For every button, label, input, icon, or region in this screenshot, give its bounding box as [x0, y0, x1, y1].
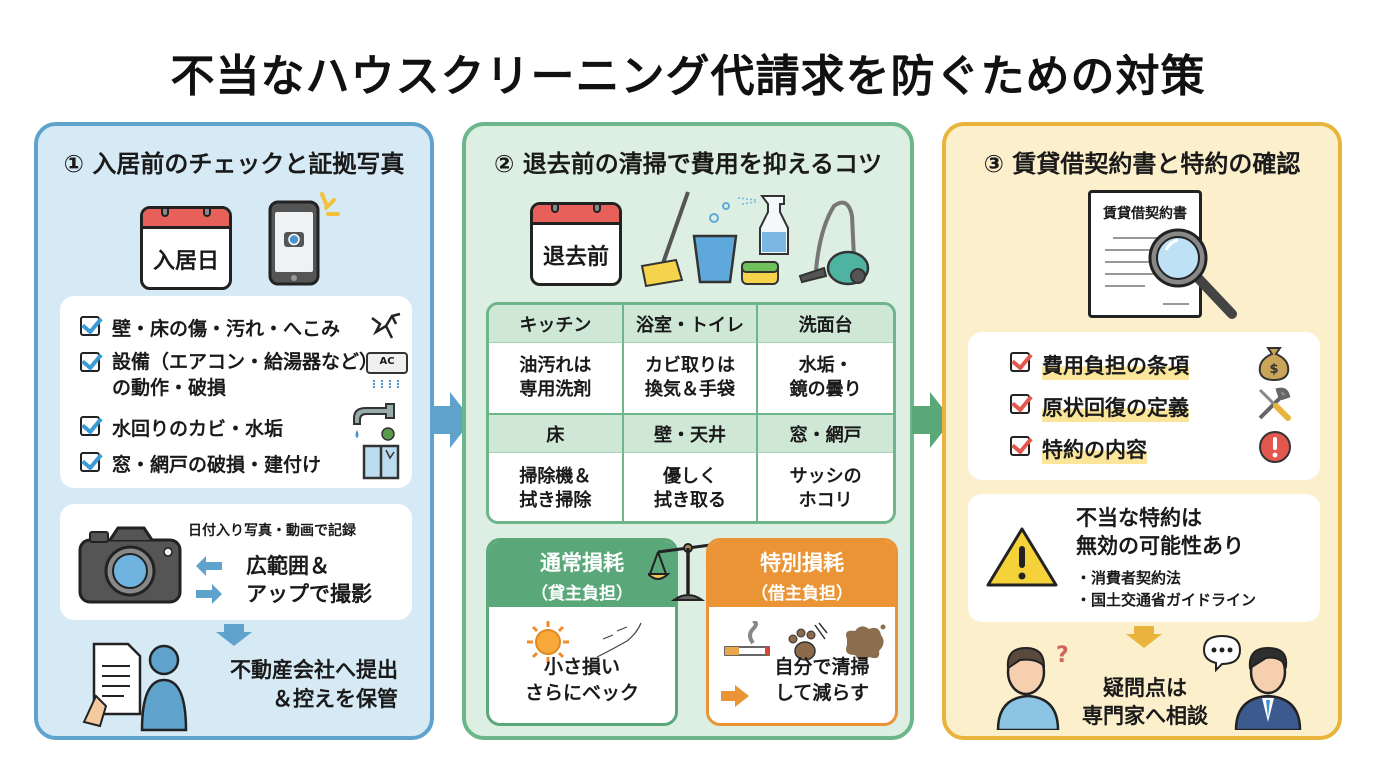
camera-icon	[78, 526, 182, 604]
table-cell: 掃除機＆ 拭き掃除	[489, 453, 624, 521]
vacuum-icon	[798, 200, 870, 286]
normal-wear-title: 通常損耗	[540, 551, 624, 575]
right-arrow-icon	[721, 685, 749, 707]
faucet-mold-icon	[353, 403, 395, 441]
photo-record-box: 日付入り写真・動画で記録 広範囲＆ アップで撮影	[60, 504, 412, 620]
expert-person-icon	[1202, 634, 1302, 730]
down-arrow-icon	[216, 624, 252, 646]
checklist-text: の動作・破損	[112, 376, 227, 399]
checkbox-checked-icon	[80, 316, 100, 336]
submit-instruction: 不動産会社へ提出 ＆控えを保管	[230, 658, 398, 712]
document-label: 賃貸借契約書	[1103, 206, 1187, 222]
exclamation-icon	[1259, 431, 1291, 463]
checklist-item[interactable]: 費用負担の条項	[1010, 350, 1189, 380]
photo-instruction: 広範囲＆ アップで撮影	[246, 554, 372, 607]
table-cell: サッシの ホコリ	[758, 453, 893, 521]
right-arrow-icon	[912, 392, 952, 448]
normal-wear-subtitle: （貸主負担）	[531, 584, 633, 604]
warning-text: 不当な特約は 無効の可能性あり	[1076, 506, 1244, 559]
money-bag-icon: $	[1258, 347, 1290, 382]
warning-box: 不当な特約は 無効の可能性あり ・消費者契約法 ・国土交通省ガイドライン	[968, 494, 1320, 622]
checklist-item[interactable]: 壁・床の傷・汚れ・へこみ	[80, 314, 340, 341]
table-header-cell: 床	[489, 415, 624, 453]
airflow-icon	[373, 380, 399, 388]
calendar-label: 退去前	[542, 245, 609, 270]
checklist-item[interactable]: 原状回復の定義	[1010, 392, 1189, 422]
warning-triangle-icon	[986, 527, 1058, 587]
person-document-icon	[82, 642, 188, 732]
spray-bottle-icon	[737, 195, 789, 255]
checkbox-checked-icon	[1010, 394, 1030, 414]
table-header-cell: 洗面台	[758, 305, 893, 343]
svg-text:?: ?	[1056, 643, 1069, 668]
checkbox-checked-icon	[80, 416, 100, 436]
calendar-icon: 入居日	[140, 206, 232, 290]
normal-wear-box: 通常損耗 （貸主負担） 小さ損い さらにベック	[486, 538, 678, 726]
checklist-box: 壁・床の傷・汚れ・へこみ 設備（エアコン・給湯器など） の動作・破損 AC 水回り…	[60, 296, 412, 488]
panel-title: ② 退去前の清掃で費用を抑えるコツ	[494, 150, 882, 178]
table-header-cell: 窓・網戸	[758, 415, 893, 453]
table-cell: 水垢・ 鏡の曇り	[758, 343, 893, 415]
photo-caption: 日付入り写真・動画で記録	[188, 523, 356, 539]
special-wear-subtitle: （借主負担）	[751, 584, 853, 604]
cleaning-tools-icon	[640, 191, 870, 288]
special-wear-title: 特別損耗	[760, 551, 844, 575]
sun-icon	[527, 621, 569, 663]
checkbox-checked-icon	[1010, 352, 1030, 372]
table-cell: カビ取りは 換気＆手袋	[623, 343, 759, 415]
checkbox-checked-icon	[80, 452, 100, 472]
table-header-cell: キッチン	[489, 305, 624, 343]
right-arrow-icon	[432, 392, 472, 448]
zoom-arrows-icon	[196, 556, 222, 604]
air-conditioner-icon: AC	[366, 352, 408, 374]
contract-checklist-box: 費用負担の条項 $ 原状回復の定義 特約の内容	[968, 332, 1320, 480]
table-cell: 油汚れは 専用洗剤	[489, 343, 624, 415]
legal-references: ・消費者契約法 ・国土交通省ガイドライン	[1076, 569, 1257, 609]
broom-icon	[640, 191, 690, 288]
checklist-item[interactable]: 特約の内容	[1010, 434, 1147, 464]
special-wear-box: 特別損耗 （借主負担） 自分で清掃 して減らす	[706, 538, 898, 726]
svg-text:$: $	[1269, 362, 1278, 377]
checklist-item[interactable]: 設備（エアコン・給湯器など） の動作・破損	[80, 350, 378, 401]
smartphone-camera-icon	[268, 192, 340, 286]
checklist-item[interactable]: 水回りのカビ・水垢	[80, 414, 283, 441]
panel-title: ① 入居前のチェックと証拠写真	[63, 150, 405, 178]
special-wear-text: 自分で清掃 して減らす	[774, 655, 870, 705]
panel-title: ③ 賃貸借契約書と特約の確認	[983, 150, 1301, 178]
cigarette-icon	[724, 621, 770, 656]
checklist-item[interactable]: 窓・網戸の破損・建付け	[80, 450, 321, 477]
panel-pre-move-out-cleaning: ② 退去前の清掃で費用を抑えるコツ 退去前	[462, 122, 914, 740]
legal-reference-item: 消費者契約法	[1091, 569, 1182, 587]
magnifying-glass-icon	[1148, 228, 1237, 319]
table-header-cell: 壁・天井	[623, 415, 759, 453]
down-arrow-icon	[1126, 626, 1162, 648]
stain-icon	[841, 624, 886, 663]
table-cell: 優しく 拭き取る	[623, 453, 759, 521]
sponge-icon	[741, 261, 779, 285]
legal-reference-item: 国土交通省ガイドライン	[1091, 590, 1257, 609]
window-icon	[362, 444, 400, 480]
scratch-icon	[596, 622, 642, 658]
checkbox-checked-icon	[1010, 436, 1030, 456]
table-header-cell: 浴室・トイレ	[623, 305, 759, 343]
cleaning-tips-table: キッチン 浴室・トイレ 洗面台 油汚れは 専用洗剤 カビ取りは 換気＆手袋 水垢…	[486, 302, 896, 524]
normal-wear-text: 小さ損い さらにベック	[524, 655, 639, 705]
calendar-icon: 退去前	[530, 202, 622, 286]
paw-print-icon	[788, 622, 828, 661]
checkbox-checked-icon	[80, 352, 100, 372]
page-title: 不当なハウスクリーニング代請求を防ぐための対策	[170, 51, 1206, 102]
tools-icon	[1258, 387, 1291, 421]
confused-person-icon: ?	[996, 643, 1069, 730]
calendar-label: 入居日	[152, 249, 219, 274]
panel-contract-check: ③ 賃貸借契約書と特約の確認 賃貸借契約書 費用負担の条項 $ 原状回復の定義	[942, 122, 1342, 740]
crack-icon	[371, 312, 401, 339]
consult-text: 疑問点は 専門家へ相談	[1082, 676, 1208, 729]
panel-move-in-check: ① 入居前のチェックと証拠写真 入居日 壁・床の傷・汚れ・へこみ 設備（エアコン…	[34, 122, 434, 740]
checklist-text: 設備（エアコン・給湯器など）	[112, 351, 379, 373]
bucket-icon	[692, 202, 738, 284]
